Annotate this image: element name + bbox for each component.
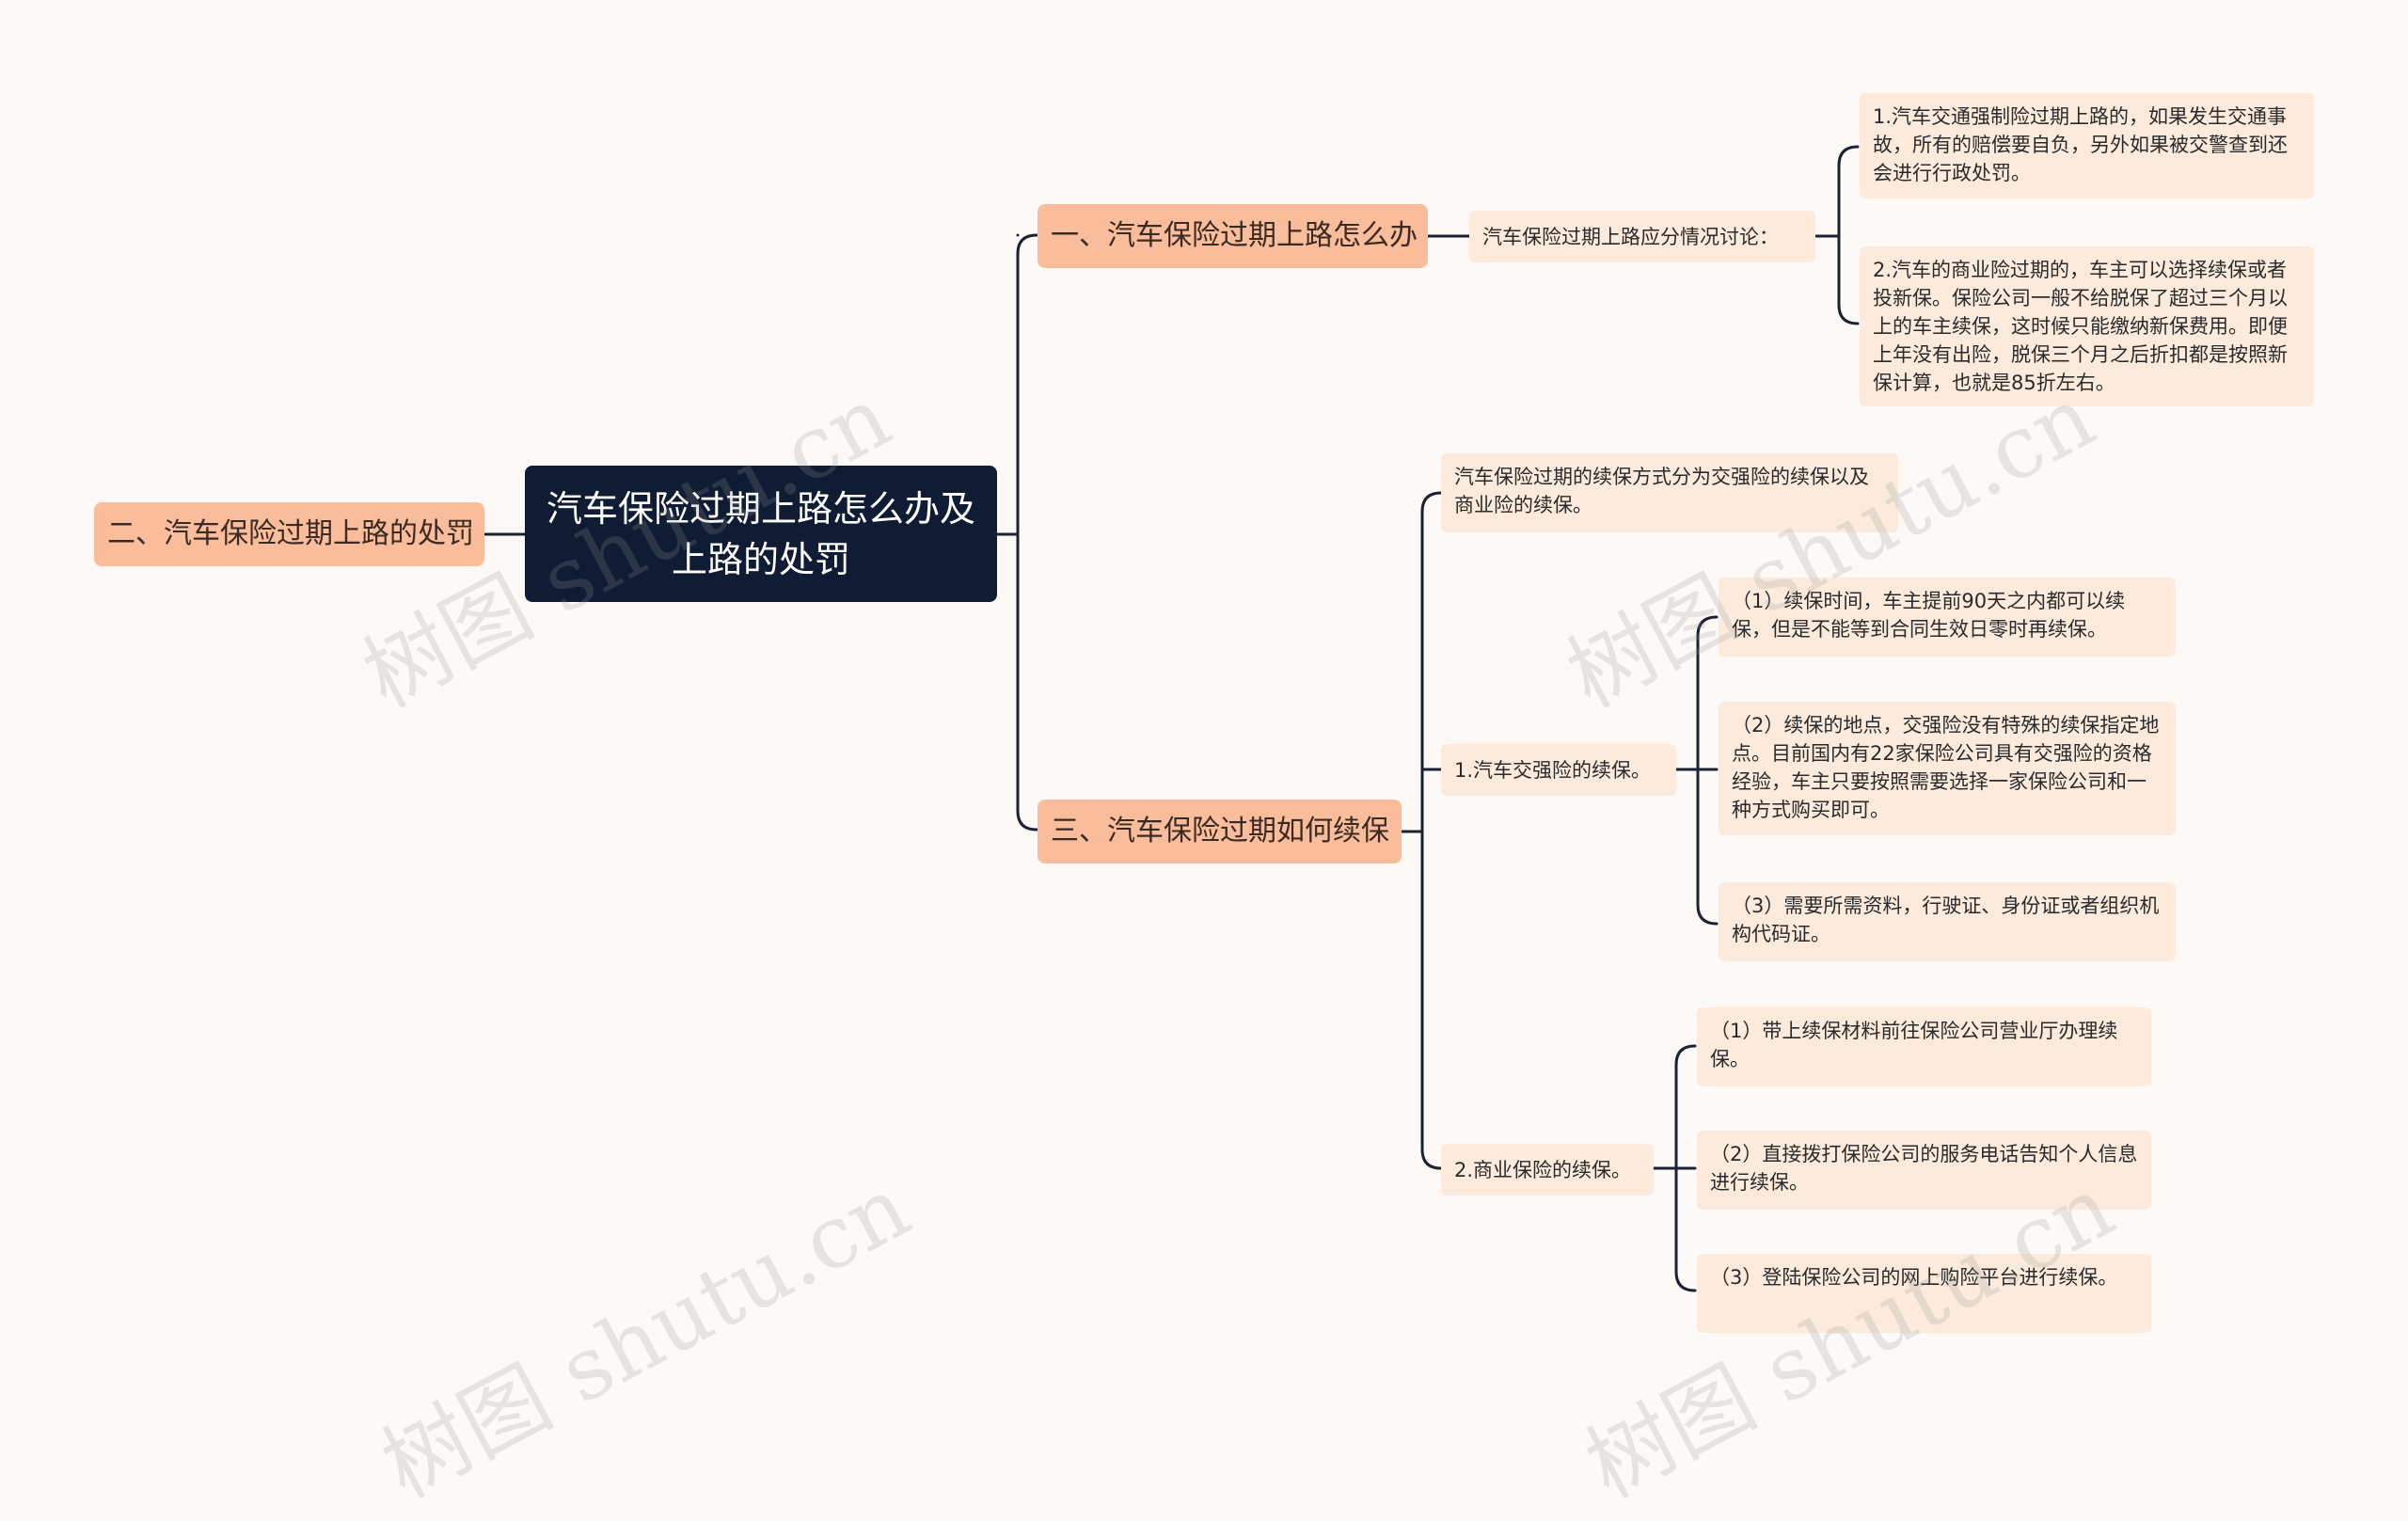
one-item-2-text: 2.汽车的商业险过期的，车主可以选择续保或者投新保。保险公司一般不给脱保了超过三… [1873,259,2288,394]
syx-item-3[interactable]: （3）登陆保险公司的网上购险平台进行续保。 [1697,1254,2151,1333]
three-intro[interactable]: 汽车保险过期的续保方式分为交强险的续保以及商业险的续保。 [1441,453,1898,532]
connector-lines [483,145,1860,1292]
jqx-item-2-text: （2）续保的地点，交强险没有特殊的续保指定地点。目前国内有22家保险公司具有交强… [1732,714,2160,821]
connector-three-spine [1420,491,1443,1170]
branch-what-to-do[interactable]: 一、汽车保险过期上路怎么办 [1038,204,1428,268]
three-intro-text: 汽车保险过期的续保方式分为交强险的续保以及商业险的续保。 [1454,466,1869,516]
jqx-item-1[interactable]: （1）续保时间，车主提前90天之内都可以续保，但是不能等到合同生效日零时再续保。 [1719,578,2176,657]
root-topic-label: 汽车保险过期上路怎么办及上路的处罚 [546,487,975,580]
one-sub-discussion-label: 汽车保险过期上路应分情况讨论： [1482,225,1779,248]
branch-renewal-label: 三、汽车保险过期如何续保 [1051,815,1389,848]
root-topic[interactable]: 汽车保险过期上路怎么办及上路的处罚 [525,466,997,602]
syx-item-1[interactable]: （1）带上续保材料前往保险公司营业厅办理续保。 [1697,1007,2151,1086]
branch-renewal[interactable]: 三、汽车保险过期如何续保 [1038,800,1402,863]
one-item-2[interactable]: 2.汽车的商业险过期的，车主可以选择续保或者投新保。保险公司一般不给脱保了超过三… [1860,246,2314,406]
three-syx[interactable]: 2.商业保险的续保。 [1441,1144,1654,1196]
three-syx-label: 2.商业保险的续保。 [1454,1158,1632,1181]
syx-item-1-text: （1）带上续保材料前往保险公司营业厅办理续保。 [1710,1020,2118,1070]
connector-right-spine [1016,233,1038,832]
mindmap-canvas: 二、汽车保险过期上路的处罚 汽车保险过期上路怎么办及上路的处罚 一、汽车保险过期… [94,93,2314,1517]
branch-penalty[interactable]: 二、汽车保险过期上路的处罚 [94,502,484,566]
one-item-1-text: 1.汽车交通强制险过期上路的，如果发生交通事故，所有的赔偿要自负，另外如果被交警… [1873,105,2288,184]
branch-what-to-do-label: 一、汽车保险过期上路怎么办 [1051,219,1418,252]
jqx-item-3[interactable]: （3）需要所需资料，行驶证、身份证或者组织机构代码证。 [1719,882,2176,961]
syx-item-2[interactable]: （2）直接拨打保险公司的服务电话告知个人信息进行续保。 [1697,1131,2151,1210]
one-sub-discussion[interactable]: 汽车保险过期上路应分情况讨论： [1469,211,1815,262]
jqx-item-2[interactable]: （2）续保的地点，交强险没有特殊的续保指定地点。目前国内有22家保险公司具有交强… [1719,702,2176,835]
three-jqx[interactable]: 1.汽车交强险的续保。 [1441,744,1676,796]
jqx-item-3-text: （3）需要所需资料，行驶证、身份证或者组织机构代码证。 [1732,895,2160,945]
syx-item-3-text: （3）登陆保险公司的网上购险平台进行续保。 [1710,1266,2118,1289]
one-item-1[interactable]: 1.汽车交通强制险过期上路的，如果发生交通事故，所有的赔偿要自负，另外如果被交警… [1860,93,2314,198]
connector-one-items-spine [1837,145,1860,325]
branch-penalty-label: 二、汽车保险过期上路的处罚 [107,517,474,550]
three-jqx-label: 1.汽车交强险的续保。 [1454,758,1652,782]
jqx-item-1-text: （1）续保时间，车主提前90天之内都可以续保，但是不能等到合同生效日零时再续保。 [1732,590,2126,641]
syx-item-2-text: （2）直接拨打保险公司的服务电话告知个人信息进行续保。 [1710,1143,2138,1194]
